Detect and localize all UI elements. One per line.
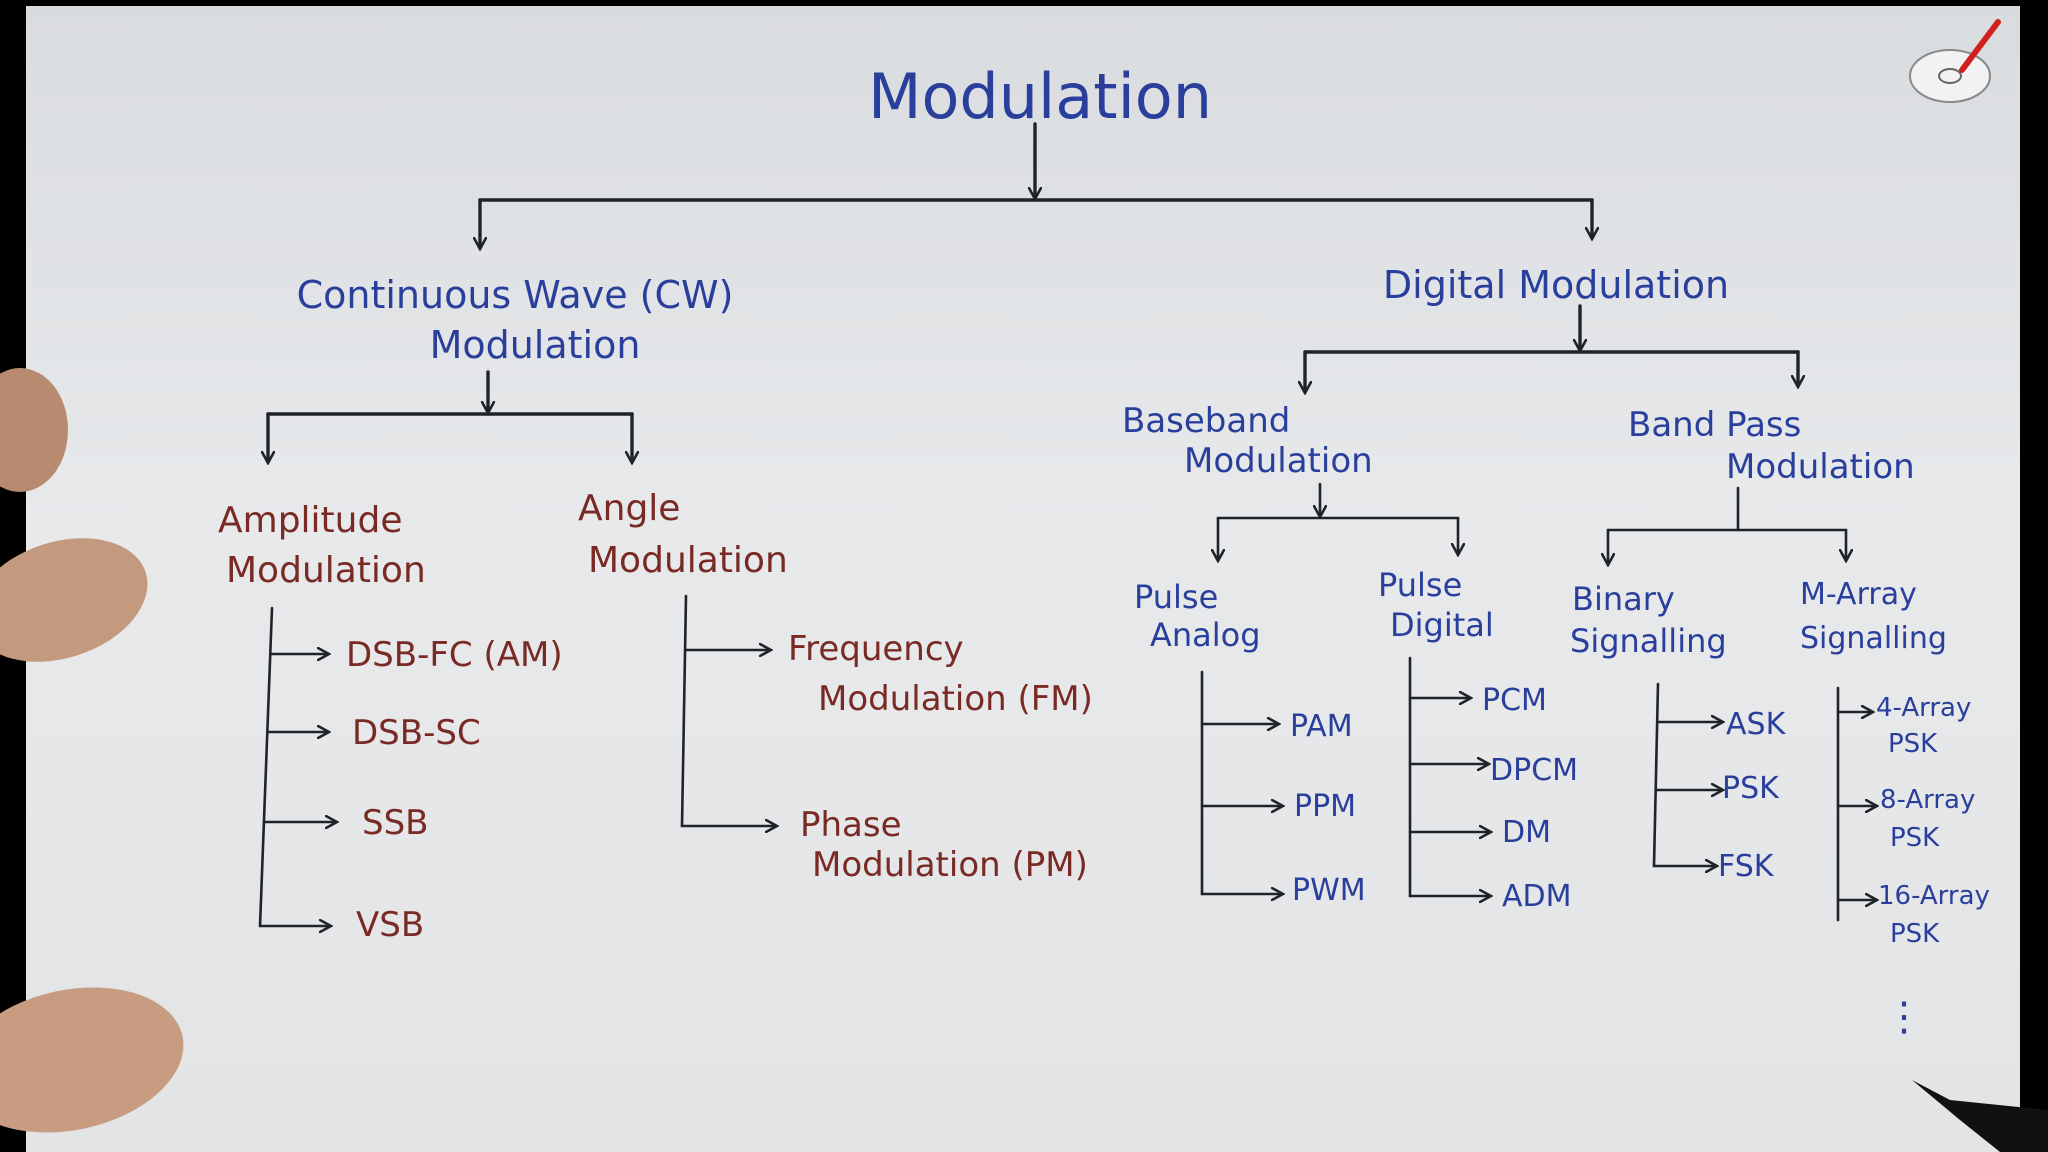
marray-continuation: ⋮ bbox=[1884, 994, 1924, 1040]
amplitude-item-ssb: SSB bbox=[362, 803, 429, 843]
pulse-analog-item-pam: PAM bbox=[1290, 709, 1353, 744]
marray-item-8-line1: 8-Array bbox=[1880, 785, 1975, 815]
baseband-connector bbox=[1218, 482, 1458, 560]
pulse-analog-branch-lines bbox=[1200, 670, 1282, 894]
binary-branch-lines bbox=[1652, 682, 1722, 866]
amplitude-label-line2: Modulation bbox=[226, 550, 426, 591]
pulse-digital-label: Pulse bbox=[1378, 566, 1462, 604]
root-connector bbox=[480, 122, 1592, 248]
amplitude-item-dsbsc: DSB-SC bbox=[352, 713, 481, 753]
marray-item-8-line2: PSK bbox=[1890, 823, 1940, 853]
marray-label: M-Array bbox=[1800, 577, 1917, 612]
angle-item-fm-line1: Frequency bbox=[788, 629, 964, 669]
baseband-label: Baseband bbox=[1122, 401, 1290, 441]
finger-2 bbox=[0, 538, 148, 662]
marray-item-4-line2: PSK bbox=[1888, 729, 1938, 759]
pulse-digital-label-line2: Digital bbox=[1390, 606, 1494, 644]
diagram-title: Modulation bbox=[868, 60, 1212, 133]
pulse-analog-label-line2: Analog bbox=[1150, 616, 1261, 654]
binary-label-line2: Signalling bbox=[1570, 622, 1727, 660]
disc-pen-logo-icon bbox=[1909, 19, 2001, 103]
bandpass-label: Band Pass bbox=[1628, 405, 1801, 445]
angle-item-pm-line1: Phase bbox=[800, 805, 902, 845]
finger-3 bbox=[0, 987, 184, 1133]
angle-label-line2: Modulation bbox=[588, 540, 788, 581]
cw-label: Continuous Wave (CW) bbox=[297, 273, 734, 317]
amplitude-label: Amplitude bbox=[218, 500, 402, 541]
finger-1 bbox=[0, 368, 68, 492]
angle-branch-lines bbox=[680, 594, 776, 826]
pulse-digital-item-adm: ADM bbox=[1502, 879, 1572, 914]
pen-tip bbox=[1912, 1080, 2048, 1152]
marray-branch-lines bbox=[1836, 686, 1876, 922]
pulse-digital-item-pcm: PCM bbox=[1482, 683, 1547, 718]
amplitude-item-dsbfc: DSB-FC (AM) bbox=[346, 635, 563, 675]
marray-item-16-line2: PSK bbox=[1890, 919, 1940, 949]
bandpass-label-line2: Modulation bbox=[1726, 447, 1915, 487]
marray-label-line2: Signalling bbox=[1800, 621, 1947, 656]
binary-label: Binary bbox=[1572, 580, 1675, 618]
binary-item-fsk: FSK bbox=[1718, 849, 1775, 884]
binary-item-psk: PSK bbox=[1722, 771, 1780, 806]
pulse-analog-item-pwm: PWM bbox=[1292, 873, 1366, 908]
amplitude-branch-lines bbox=[258, 606, 336, 926]
pulse-analog-item-ppm: PPM bbox=[1294, 789, 1356, 824]
pulse-analog-label: Pulse bbox=[1134, 578, 1218, 616]
pulse-digital-item-dm: DM bbox=[1502, 815, 1551, 850]
angle-item-pm-line2: Modulation (PM) bbox=[812, 845, 1088, 885]
angle-item-fm-line2: Modulation (FM) bbox=[818, 679, 1093, 719]
digital-connector bbox=[1305, 304, 1798, 392]
pulse-digital-item-dpcm: DPCM bbox=[1490, 753, 1578, 788]
amplitude-item-vsb: VSB bbox=[356, 905, 424, 945]
binary-item-ask: ASK bbox=[1726, 707, 1787, 742]
cw-label-line2: Modulation bbox=[430, 323, 641, 367]
angle-label: Angle bbox=[578, 488, 680, 529]
bandpass-connector bbox=[1608, 486, 1846, 564]
paper-sheet bbox=[26, 6, 2020, 1152]
digital-label: Digital Modulation bbox=[1383, 263, 1729, 307]
pulse-digital-branch-lines bbox=[1408, 656, 1490, 896]
marray-item-4-line1: 4-Array bbox=[1876, 693, 1971, 723]
marray-item-16-line1: 16-Array bbox=[1878, 881, 1990, 911]
cw-connector bbox=[268, 370, 632, 462]
baseband-label-line2: Modulation bbox=[1184, 441, 1373, 481]
